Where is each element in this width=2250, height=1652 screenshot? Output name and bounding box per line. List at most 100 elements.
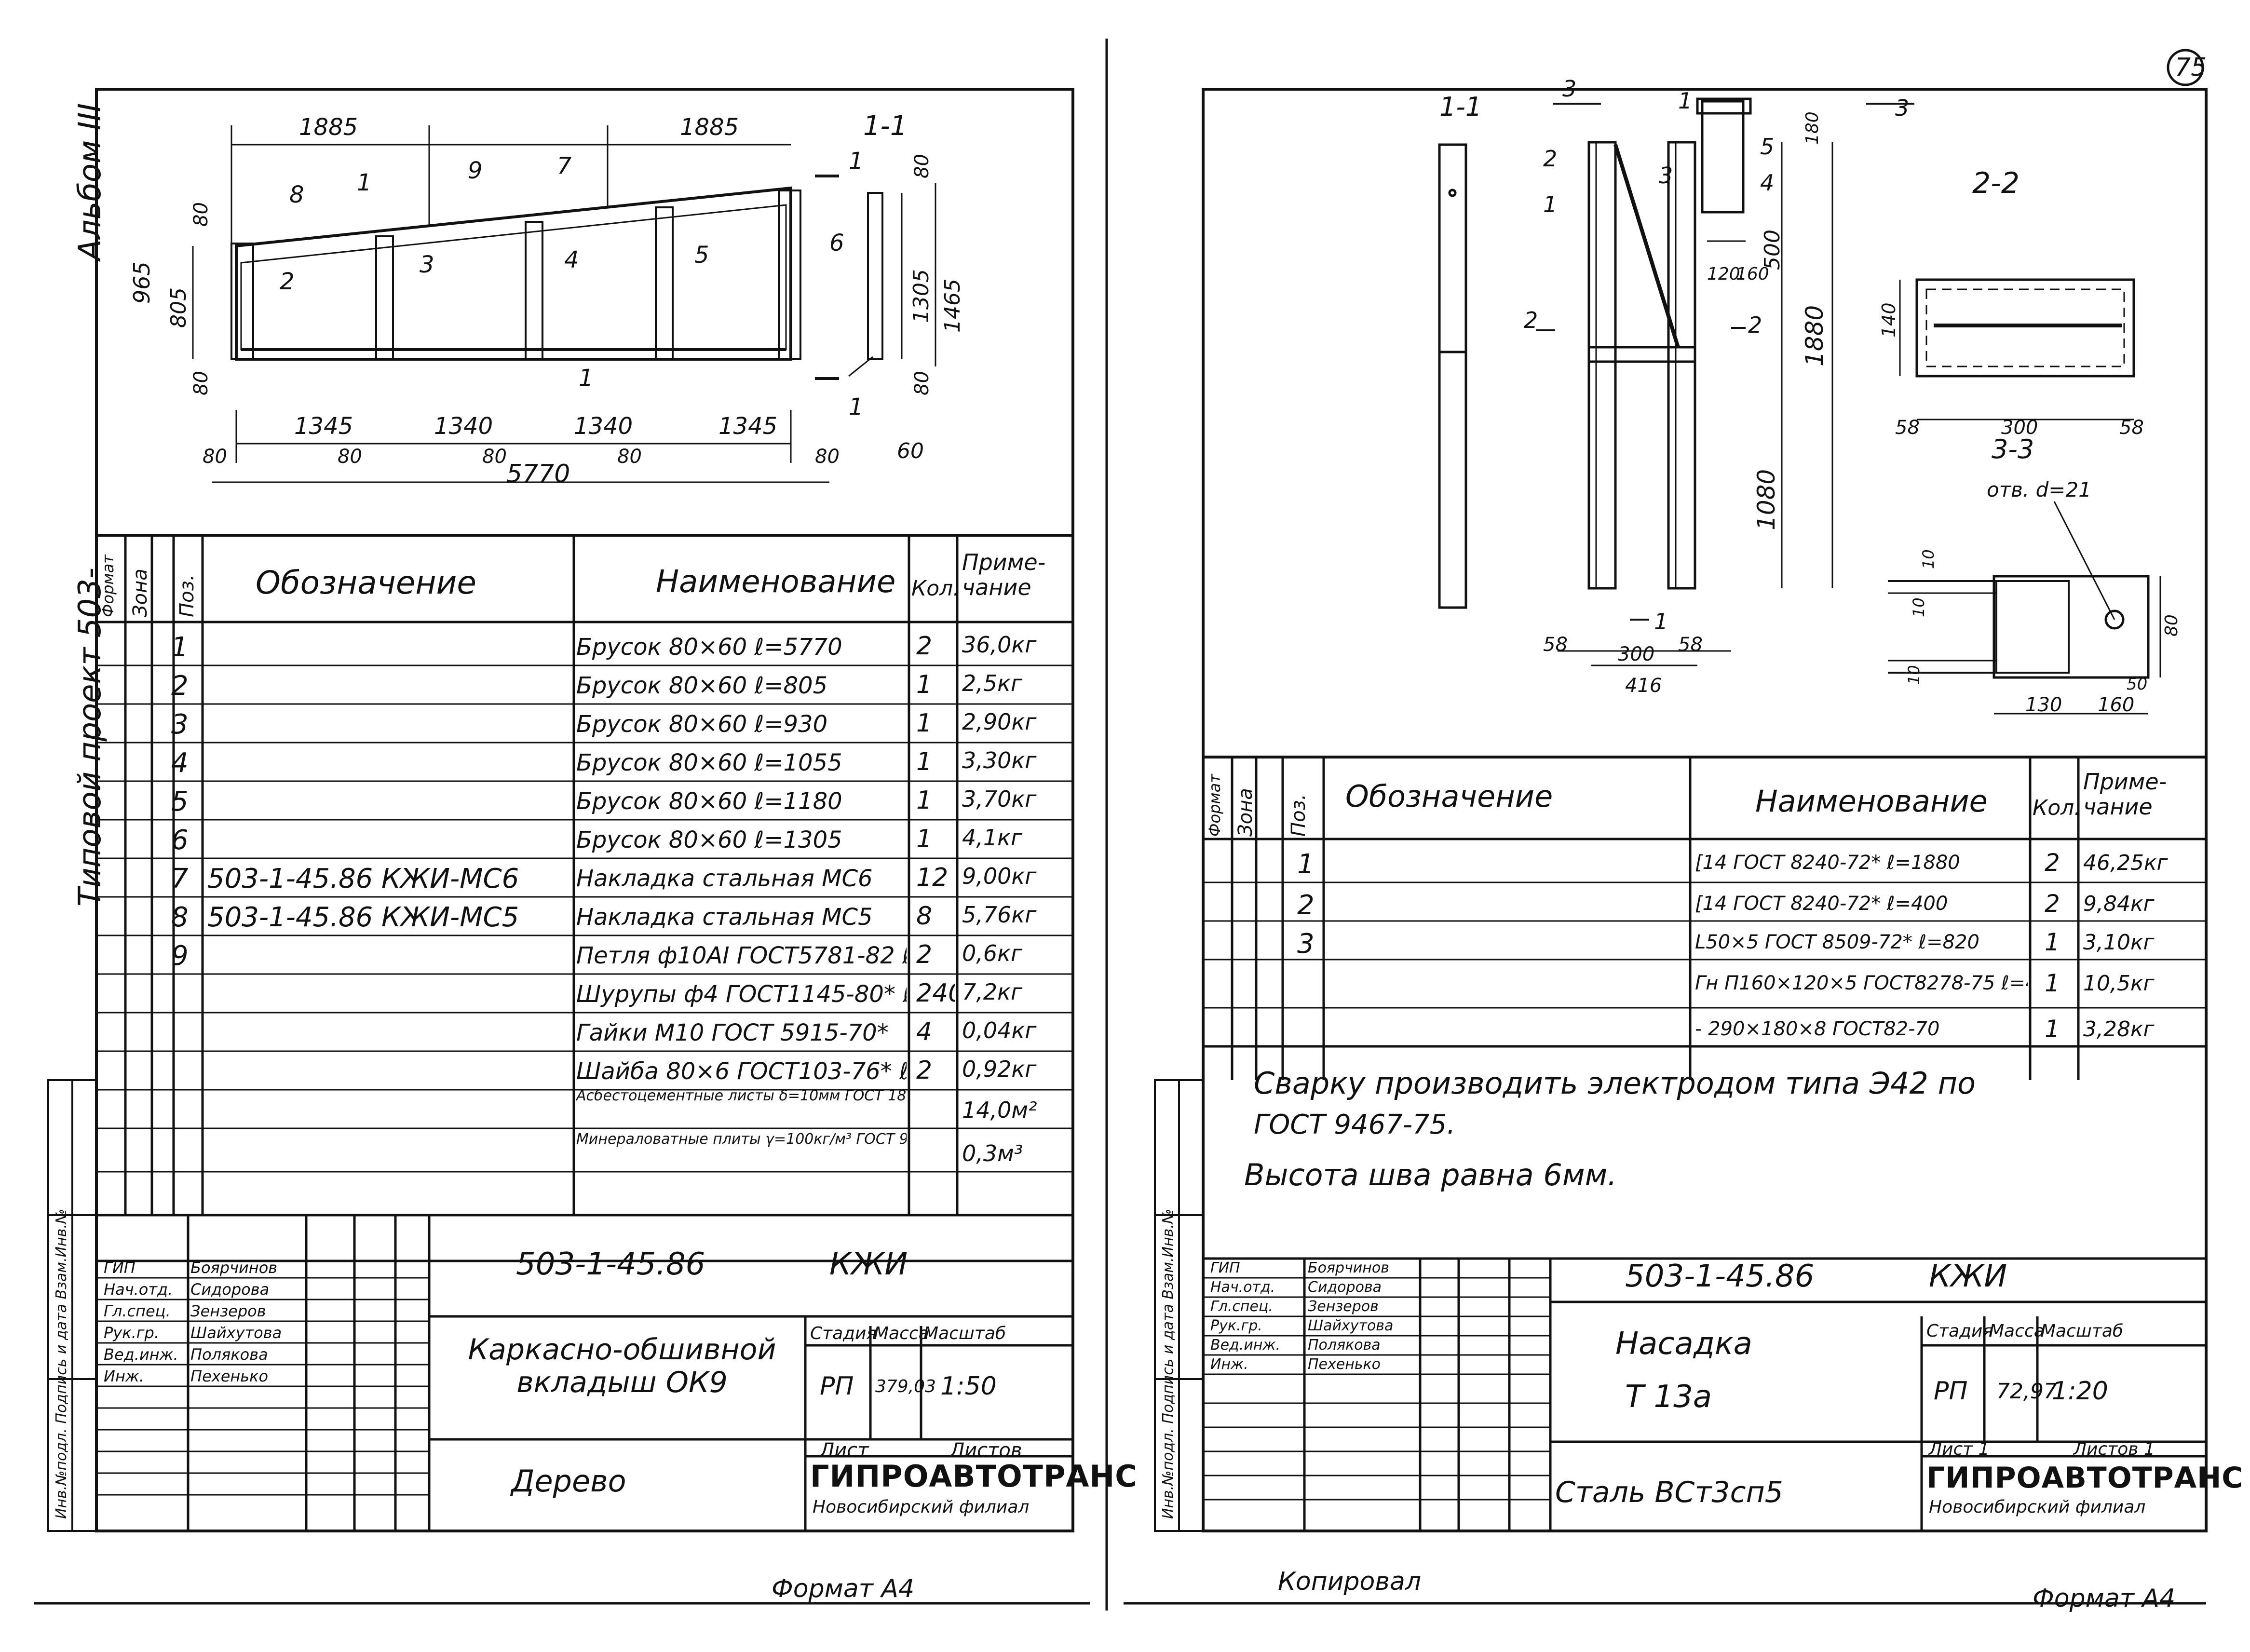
right-staff-name: Шайхутова [1308,1317,1394,1334]
dim-180: 180 [1803,111,1822,145]
left-row-qty: 1 [916,786,933,815]
pos-5: 5 [694,242,709,269]
left-staff-role: Рук.гр. [104,1324,160,1342]
left-row-name: Брусок 80×60 ℓ=5770 [576,634,842,661]
pos-9: 9 [468,157,483,184]
left-mass: 379,03 [875,1377,936,1396]
left-staff-name: Зензеров [190,1302,266,1320]
left-org-logo: ГИПРОАВТОТРАНС [810,1459,1138,1494]
dim-1880: 1880 [1801,305,1829,366]
right-row-name: Гн П160×120×5 ГОСТ8278-75 ℓ=400 [1695,972,2028,994]
left-row-note: 0,04кг [962,1017,1037,1043]
cut-2-right: 2 [1748,312,1762,338]
dim-5770: 5770 [506,460,570,488]
right-frame [1202,88,2208,1532]
left-row-qty: 2 [916,940,933,969]
hdr-format: Формат [99,555,117,617]
weld-note-2: ГОСТ 9467-75. [1254,1109,1456,1140]
dim-80-right-bottom: 80 [911,371,933,395]
dim-80-right-top: 80 [911,154,933,178]
right-staff-role: Вед.инж. [1210,1337,1280,1354]
stamp-right-label: Инв.№подл. Подпись и дата Взам.Инв.№ [1160,1208,1177,1519]
right-branch: Новосибирский филиал [1929,1497,2146,1517]
right-title: Насадка [1615,1326,1752,1362]
left-row-qty: 2 [916,632,933,661]
right-row-qty: 1 [2045,1015,2060,1043]
left-row-note: 9,00кг [962,863,1037,889]
left-row-pos: 8 [171,902,189,933]
left-row-name: Брусок 80×60 ℓ=1055 [576,749,842,776]
right-row-note: 10,5кг [2083,971,2155,996]
hdr-note: Приме- чание [962,549,1046,600]
cut-3-right: 3 [1895,95,1909,121]
left-row-name: Шурупы ф4 ГОСТ1145-80* ℓ=30 [576,981,907,1008]
hdr-zone: Зона [129,569,151,617]
left-row-qty: 1 [916,709,933,738]
left-row-qty: 4 [916,1017,933,1046]
dim-1345-b: 1345 [718,413,777,440]
pos-4: 4 [564,246,579,273]
right-mass-label: Масса [1989,1321,2045,1341]
left-row-pos: 7 [171,863,189,894]
dim-1340-b: 1340 [574,413,633,440]
hdr-designation: Обозначение [256,564,476,601]
left-row-designation: 503-1-45.86 КЖИ-МС5 [207,902,519,933]
right-format: Формат А4 [2033,1584,2176,1613]
right-scale: 1:20 [2052,1377,2108,1406]
left-spec-grid [96,535,1073,1217]
dim-58-2-2-right: 58 [2119,417,2144,439]
right-staff-role: ГИП [1210,1259,1240,1276]
left-scale: 1:50 [940,1372,997,1401]
left-row-name: Петля ф10АI ГОСТ5781-82 ℓ=450 [576,942,907,969]
left-branch: Новосибирский филиал [813,1497,1030,1517]
left-row-name: Накладка стальная МС5 [576,904,873,931]
left-row-note: 0,3м³ [962,1140,1023,1166]
r-hdr-format: Формат [1206,774,1224,837]
left-row-note: 14,0м² [962,1097,1037,1123]
right-row-name: [14 ГОСТ 8240-72* ℓ=400 [1695,893,1948,915]
left-staff-role: ГИП [104,1259,136,1277]
right-staff-role: Гл.спец. [1210,1298,1273,1315]
dim-805: 805 [166,287,191,328]
dim-80-left-bottom: 80 [190,371,212,395]
r-hdr-designation: Обозначение [1345,779,1553,814]
right-subtitle: Т 13а [1625,1379,1712,1415]
right-mass: 72,97 [1996,1379,2057,1404]
cut-1-top: 1 [1678,88,1692,114]
cut-2-left: 2 [1524,307,1538,333]
right-row-note: 9,84кг [2083,892,2155,916]
dim-1345-a: 1345 [294,413,353,440]
stamp-left-label: Инв.№подл. Подпись и дата Взам.Инв.№ [53,1208,70,1519]
left-row-note: 0,92кг [962,1056,1037,1082]
right-material: Сталь ВСт3сп5 [1555,1476,1783,1509]
left-row-note: 4,1кг [962,825,1023,851]
left-row-note: 0,6кг [962,940,1023,966]
right-sections [1438,97,2161,715]
right-sheet-label: Лист 1 [1929,1439,1990,1459]
cut-label-bottom: 1 [849,393,864,420]
dim-500: 500 [1760,230,1785,270]
right-spec-grid [1203,757,2206,1080]
pos-8: 8 [289,181,304,208]
right-staff-name: Зензеров [1308,1298,1379,1315]
right-title-grid [1203,1257,2206,1531]
dim-10-c: 10 [1905,665,1923,685]
left-row-pos: 2 [171,670,189,702]
right-stage-label: Стадия [1926,1321,1993,1341]
dim-1465: 1465 [940,279,965,333]
left-row-qty: 12 [916,863,949,892]
hole-note: отв. d=21 [1987,478,2091,501]
right-staff-name: Боярчинов [1308,1259,1389,1276]
left-row-name: Асбестоцементные листы δ=10мм ГОСТ 18124… [576,1087,907,1104]
right-row-pos: 1 [1297,849,1315,880]
left-format: Формат А4 [772,1574,915,1603]
right-row-pos: 3 [1297,928,1315,960]
dim-160-3-3: 160 [2098,694,2134,716]
pos-2: 2 [280,268,295,295]
right-section-1-1: 1-1 [1439,92,1482,122]
left-staff-name: Полякова [190,1345,268,1364]
left-row-qty: 240 [916,979,955,1008]
right-row-qty: 1 [2045,969,2060,997]
left-staff-name: Шайхутова [190,1324,282,1342]
left-row-designation: 503-1-45.86 КЖИ-МС6 [207,863,519,894]
